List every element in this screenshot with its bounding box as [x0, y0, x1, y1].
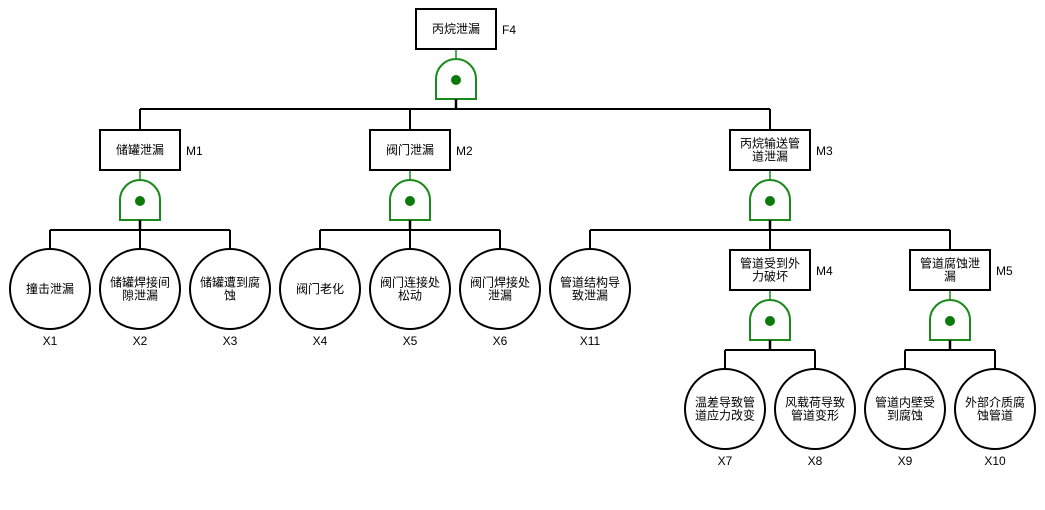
event-box-frame: [99, 129, 181, 171]
basic-event-id: X8: [808, 454, 823, 468]
basic-event-label: 道应力改变: [695, 408, 755, 423]
basic-event-circle: [774, 368, 856, 450]
and-gate-m4: [724, 290, 816, 369]
basic-event-label: 阀门连接处: [380, 275, 440, 290]
basic-event-circle: [99, 248, 181, 330]
basic-event-id: X1: [43, 334, 58, 348]
basic-event-circle: [864, 368, 946, 450]
basic-event-label: 蚀: [224, 289, 236, 303]
event-box-frame: [729, 249, 811, 291]
event-box-m1[interactable]: 储罐泄漏 M1: [99, 129, 203, 171]
event-label: 管道受到外: [740, 256, 800, 271]
basic-event-label: 致泄漏: [572, 289, 608, 303]
and-gate-m1: [49, 170, 231, 249]
event-label: 道泄漏: [752, 150, 788, 164]
basic-event-label: 储罐焊接间: [110, 275, 170, 290]
basic-event-label: 管道内壁受: [875, 395, 935, 410]
event-id: M1: [186, 144, 203, 158]
basic-event-x1[interactable]: 撞击泄漏 X1: [9, 248, 91, 348]
event-id: M5: [996, 264, 1013, 278]
gate-dot-icon: [765, 196, 775, 206]
basic-event-circle: [189, 248, 271, 330]
basic-event-id: X9: [898, 454, 913, 468]
event-box-m2[interactable]: 阀门泄漏 M2: [369, 129, 473, 171]
event-box-f4[interactable]: 丙烷泄漏 F4: [415, 8, 516, 50]
basic-event-label: 储罐遭到腐: [200, 275, 260, 290]
basic-event-circle: [549, 248, 631, 330]
event-box-frame: [909, 249, 991, 291]
basic-event-circle: [684, 368, 766, 450]
gate-dot-icon: [135, 196, 145, 206]
basic-event-label: 管道结构导: [560, 275, 620, 290]
basic-event-label: 到腐蚀: [887, 408, 923, 423]
basic-event-x4[interactable]: 阀门老化 X4: [279, 248, 361, 348]
basic-event-circle: [459, 248, 541, 330]
event-label: 漏: [944, 270, 956, 284]
event-label: 储罐泄漏: [116, 142, 164, 157]
basic-event-circle: [279, 248, 361, 330]
event-label: 力破坏: [752, 269, 788, 284]
basic-event-label: 阀门老化: [296, 281, 344, 296]
basic-event-id: X6: [493, 334, 508, 348]
basic-event-label: 松动: [398, 289, 422, 303]
gate-dot-icon: [405, 196, 415, 206]
and-gate-m3: [589, 170, 951, 250]
event-label: 丙烷输送管: [740, 136, 800, 151]
event-box-frame: [415, 8, 497, 50]
basic-event-id: X7: [718, 454, 733, 468]
basic-event-id: X10: [984, 454, 1006, 468]
basic-event-label: 风载荷导致: [785, 396, 845, 410]
basic-event-label: 撞击泄漏: [26, 281, 74, 296]
basic-event-id: X2: [133, 334, 148, 348]
event-id: F4: [502, 23, 516, 37]
basic-event-label: 隙泄漏: [122, 289, 158, 303]
and-gate-m2: [319, 170, 501, 249]
basic-event-circle: [9, 248, 91, 330]
event-id: M3: [816, 144, 833, 158]
event-id: M2: [456, 144, 473, 158]
basic-event-id: X11: [580, 334, 601, 348]
and-gate-m5: [904, 290, 996, 369]
basic-event-label: 阀门焊接处: [470, 275, 530, 290]
and-gate-f4: [139, 49, 771, 130]
event-label: 丙烷泄漏: [432, 22, 480, 36]
event-box-frame: [369, 129, 451, 171]
basic-event-id: X3: [223, 334, 238, 348]
event-label: 阀门泄漏: [386, 142, 434, 157]
gate-dot-icon: [451, 75, 461, 85]
basic-event-circle: [369, 248, 451, 330]
basic-event-label: 管道变形: [791, 408, 839, 423]
basic-event-circle: [954, 368, 1036, 450]
gate-dot-icon: [945, 316, 955, 326]
basic-event-label: 外部介质腐: [965, 395, 1025, 410]
basic-event-label: 蚀管道: [977, 408, 1013, 423]
basic-event-label: 泄漏: [488, 289, 512, 303]
basic-event-id: X5: [403, 334, 418, 348]
basic-event-label: 温差导致管: [695, 395, 755, 410]
event-label: 管道腐蚀泄: [920, 256, 980, 271]
event-box-frame: [729, 129, 811, 171]
gate-dot-icon: [765, 316, 775, 326]
event-id: M4: [816, 264, 833, 278]
basic-event-id: X4: [313, 334, 328, 348]
